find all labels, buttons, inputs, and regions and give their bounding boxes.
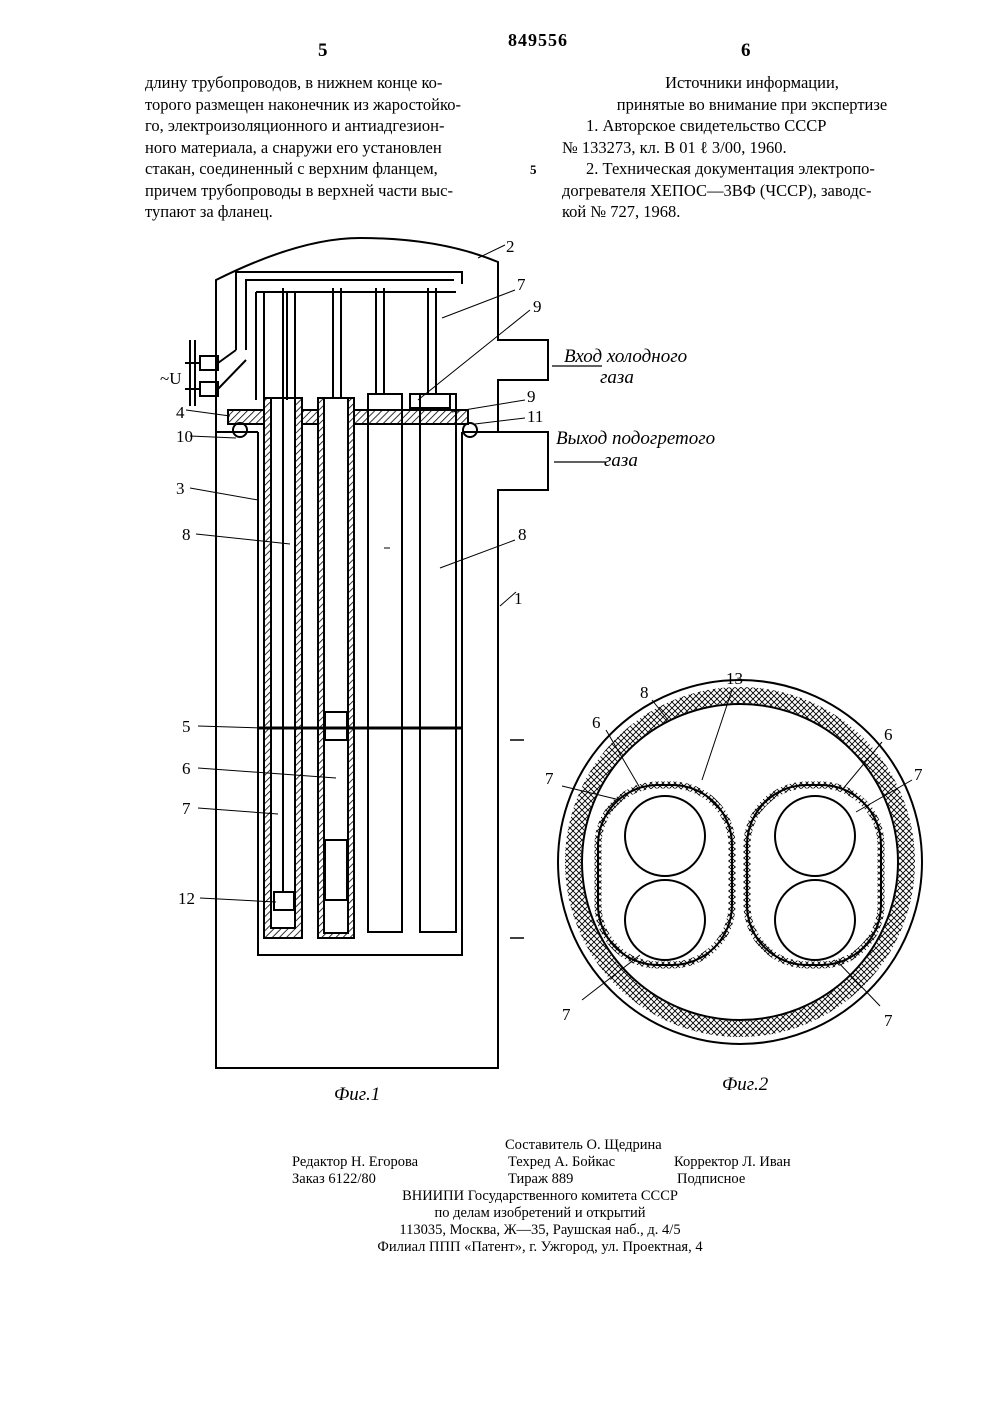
fig2-label: 13 bbox=[726, 669, 743, 688]
fig2-label: 6 bbox=[592, 713, 601, 732]
fig2-label: 7 bbox=[884, 1011, 893, 1030]
fig2-label: 7 bbox=[545, 769, 554, 788]
imprint-tech-editor: Техред А. Бойкас bbox=[508, 1154, 615, 1171]
fig1-label: 7 bbox=[517, 275, 526, 294]
voltage-label: ~U bbox=[160, 369, 181, 388]
outlet-label-line1: Выход подогретого bbox=[556, 428, 715, 449]
fig1-label: 3 bbox=[176, 479, 185, 498]
imprint-address: 113035, Москва, Ж—35, Раушская наб., д. … bbox=[280, 1222, 800, 1239]
fig1-label: 7 bbox=[182, 799, 191, 818]
inlet-label-line2: газа bbox=[600, 367, 634, 388]
imprint-order: Заказ 6122/80 bbox=[292, 1171, 376, 1188]
fig1-label: 8 bbox=[182, 525, 191, 544]
fig1-label: 6 bbox=[182, 759, 191, 778]
fig1-label: 11 bbox=[527, 407, 543, 426]
imprint-circulation: Тираж 889 bbox=[508, 1171, 573, 1188]
figure-2-caption: Фиг.2 bbox=[722, 1074, 769, 1095]
fig1-label: 8 bbox=[518, 525, 527, 544]
imprint-editor: Редактор Н. Егорова bbox=[292, 1154, 418, 1171]
fig1-label: 1 bbox=[514, 589, 523, 608]
fig2-label: 6 bbox=[884, 725, 893, 744]
fig1-label: 10 bbox=[176, 427, 193, 446]
inlet-label-line1: Вход холодного bbox=[564, 346, 687, 367]
figure-1-caption: Фиг.1 bbox=[334, 1084, 380, 1105]
imprint-corrector: Корректор Л. Иван bbox=[674, 1154, 791, 1171]
fig1-label: 9 bbox=[533, 297, 542, 316]
fig2-label: 7 bbox=[562, 1005, 571, 1024]
fig1-label: 9 bbox=[527, 387, 536, 406]
imprint-organization-subtitle: по делам изобретений и открытий bbox=[280, 1205, 800, 1222]
figure-1-drawing: 2 7 9 9 11 4 10 3 8 8 1 5 6 7 12 ~U Вход… bbox=[0, 0, 1000, 1120]
imprint-subscription: Подписное bbox=[677, 1171, 745, 1188]
imprint-organization: ВНИИПИ Государственного комитета СССР bbox=[280, 1188, 800, 1205]
imprint-compiler: Составитель О. Щедрина bbox=[505, 1137, 662, 1154]
fig2-label: 8 bbox=[640, 683, 649, 702]
fig1-label: 2 bbox=[506, 237, 515, 256]
outlet-label-line2: газа bbox=[604, 450, 638, 471]
fig1-label: 12 bbox=[178, 889, 195, 908]
fig1-label: 5 bbox=[182, 717, 191, 736]
imprint-branch: Филиал ППП «Патент», г. Ужгород, ул. Про… bbox=[280, 1239, 800, 1256]
fig1-label: 4 bbox=[176, 403, 185, 422]
fig2-label: 7 bbox=[914, 765, 923, 784]
